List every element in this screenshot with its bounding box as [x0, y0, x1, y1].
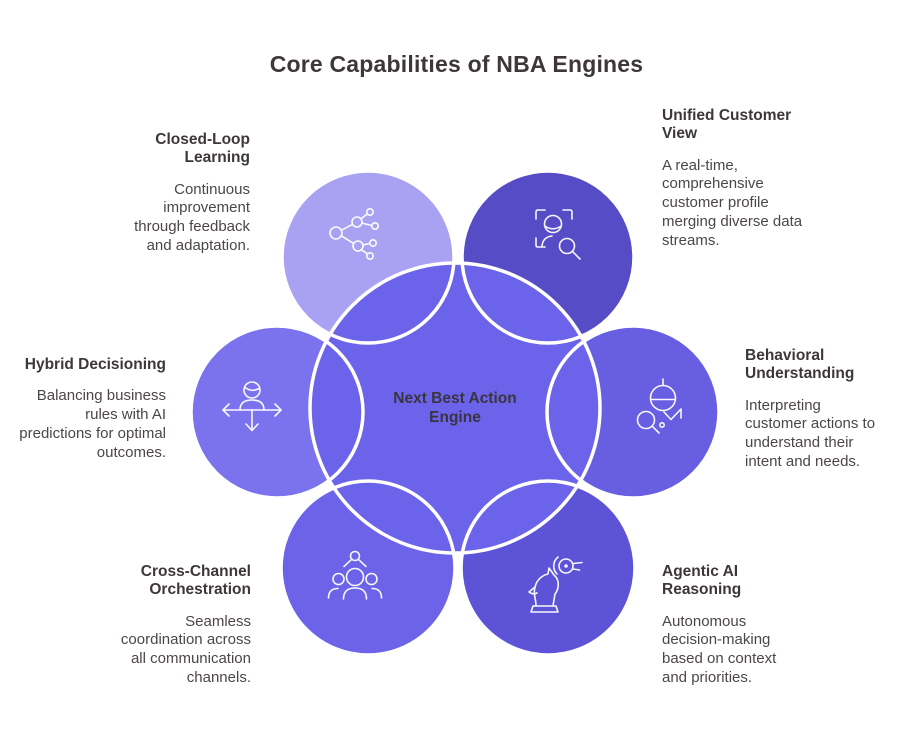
head-magnifier-icon — [636, 378, 682, 434]
center-engine-label: Next Best Action Engine — [393, 390, 517, 427]
capability-description: Autonomous decision-making based on cont… — [662, 612, 777, 686]
person-arrows-icon — [222, 381, 282, 432]
capability-heading: Hybrid Decisioning — [24, 356, 166, 373]
customer-scan-icon — [535, 209, 581, 260]
capability-behavioral-understanding: Behavioral Understanding Interpreting cu… — [745, 347, 885, 472]
chess-knight-gear-icon — [528, 556, 583, 613]
capability-heading: Agentic AI Reasoning — [662, 563, 742, 599]
capability-description: Seamless coordination across all communi… — [120, 612, 251, 686]
capability-description: A real-time, comprehensive customer prof… — [662, 156, 803, 249]
people-hub-icon — [327, 550, 383, 600]
capability-heading: Cross-Channel Orchestration — [140, 563, 251, 599]
capability-description: Continuous improvement through feedback … — [134, 180, 250, 254]
capability-unified-customer-view: Unified Customer View A real-time, compr… — [662, 107, 812, 250]
capability-heading: Unified Customer View — [662, 107, 792, 143]
capability-cross-channel-orchestration: Cross-Channel Orchestration Seamless coo… — [111, 563, 251, 688]
capability-agentic-ai-reasoning: Agentic AI Reasoning Autonomous decision… — [662, 563, 802, 688]
network-branch-icon — [329, 207, 379, 260]
capability-heading: Behavioral Understanding — [745, 347, 855, 383]
capability-hybrid-decisioning: Hybrid Decisioning Balancing business ru… — [16, 356, 166, 462]
capability-description: Balancing business rules with AI predict… — [19, 387, 166, 461]
circle-outlines — [189, 169, 721, 657]
circle-fills — [191, 171, 719, 655]
page-title: Core Capabilities of NBA Engines — [269, 51, 644, 77]
capability-description: Interpreting customer actions to underst… — [745, 396, 876, 470]
capability-closed-loop-learning: Closed-Loop Learning Continuous improvem… — [110, 131, 250, 256]
capability-heading: Closed-Loop Learning — [155, 131, 250, 167]
